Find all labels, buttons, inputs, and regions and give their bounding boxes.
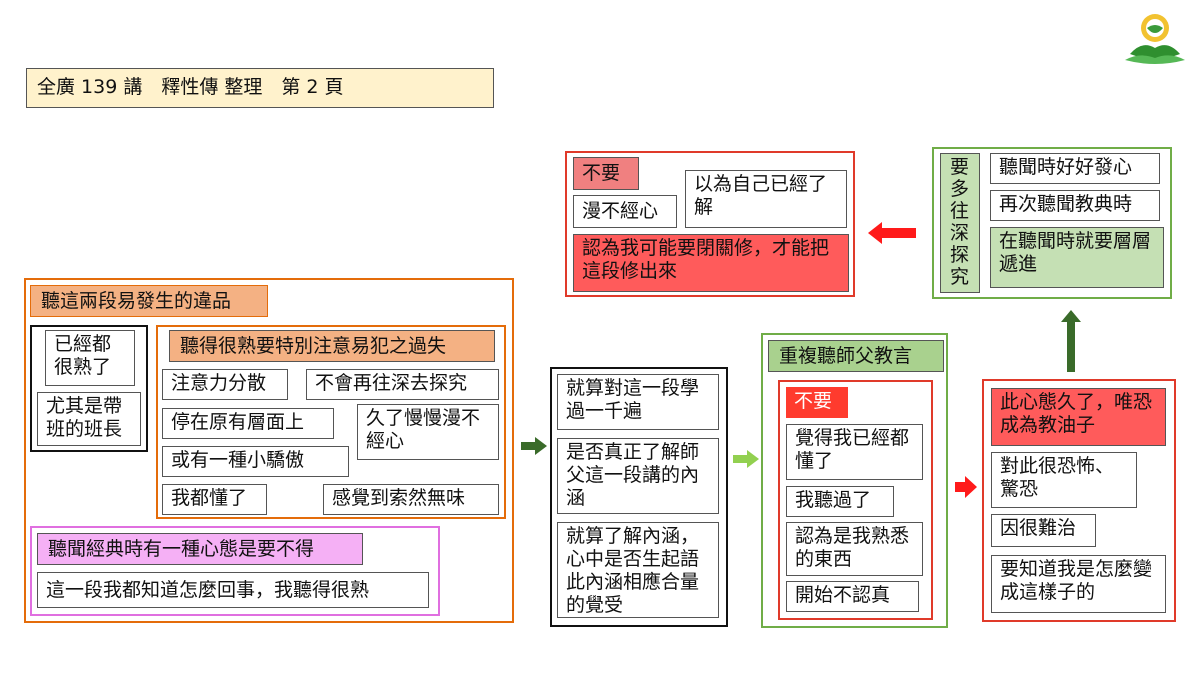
dont-top-highlight: 認為我可能要閉關修，才能把這段修出來	[573, 234, 849, 292]
arrow-right-icon	[955, 476, 977, 498]
violations-frame	[24, 278, 514, 623]
page-header: 全廣 139 講 釋性傳 整理 第 2 頁	[26, 68, 494, 108]
repeat-familiar: 認為是我熟悉的東西	[786, 522, 923, 576]
already-familiar-box: 已經都很熟了	[45, 330, 135, 386]
arrow-left-icon	[868, 222, 916, 244]
danger-frame	[982, 379, 1176, 622]
violations-title: 聽這兩段易發生的違品	[30, 285, 268, 317]
explore-frame	[932, 147, 1172, 299]
dont-top-frame	[565, 151, 855, 297]
arrow-up-icon	[1061, 310, 1081, 372]
dont-top-label: 不要	[573, 157, 639, 190]
page-header-label: 全廣 139 講 釋性傳 整理 第 2 頁	[37, 76, 344, 98]
explore-motivation: 聽聞時好好發心	[990, 153, 1160, 184]
faults-frame	[156, 325, 506, 519]
repeat-title: 重複聽師父教言	[768, 340, 944, 372]
class-leader-box: 尤其是帶班的班長	[37, 392, 141, 446]
attitude-text: 這一段我都知道怎麼回事，我聽得很熟	[37, 572, 429, 608]
repeat-inner-frame	[778, 380, 933, 620]
experienced-frame	[30, 325, 148, 452]
repeat-frame	[761, 333, 948, 628]
danger-know-why: 要知道我是怎麼變成這樣子的	[991, 555, 1166, 613]
repeat-dont-label: 不要	[786, 387, 848, 418]
lotus-logo-icon	[1125, 14, 1185, 64]
fault-understood: 我都懂了	[162, 484, 267, 515]
danger-highlight: 此心態久了，唯恐成為教油子	[991, 388, 1166, 446]
explore-relisten: 再次聽聞教典時	[990, 190, 1160, 221]
attitude-frame	[30, 526, 440, 616]
dont-careless: 漫不經心	[573, 195, 677, 228]
faults-title: 聽得很熟要特別注意易犯之過失	[169, 330, 495, 362]
arrow-right-icon	[521, 437, 547, 455]
fault-no-deeper: 不會再往深去探究	[306, 369, 499, 400]
danger-hard-to-cure: 因很難治	[991, 514, 1096, 547]
violations-title-text: 聽這兩段易發生的違品	[41, 290, 232, 312]
question-feeling: 就算了解內涵，心中是否生起語此內涵相應合量的覺受	[557, 522, 719, 618]
question-thousand-times: 就算對這一段學過一千遍	[557, 374, 719, 430]
repeat-careless: 開始不認真	[786, 581, 919, 612]
explore-vertical-label: 要多往深探究	[940, 153, 980, 293]
arrow-right-icon	[733, 450, 759, 468]
fault-pride: 或有一種小驕傲	[162, 446, 349, 477]
danger-fear: 對此很恐怖、驚恐	[991, 452, 1137, 508]
repeat-heard-it: 我聽過了	[786, 486, 894, 517]
dont-think-understand: 以為自己已經了解	[685, 170, 847, 228]
fault-careless: 久了慢慢漫不經心	[357, 404, 499, 460]
fault-boring: 感覺到索然無味	[323, 484, 499, 515]
explore-step-by-step: 在聽聞時就要層層遞進	[990, 227, 1164, 288]
fault-distracted: 注意力分散	[162, 369, 288, 400]
question-understand-meaning: 是否真正了解師父這一段講的內涵	[557, 438, 719, 514]
fault-stay-level: 停在原有層面上	[162, 408, 334, 439]
repeat-already-know: 覺得我已經都懂了	[786, 424, 923, 480]
questions-frame	[550, 367, 728, 627]
attitude-title: 聽聞經典時有一種心態是要不得	[37, 533, 363, 565]
